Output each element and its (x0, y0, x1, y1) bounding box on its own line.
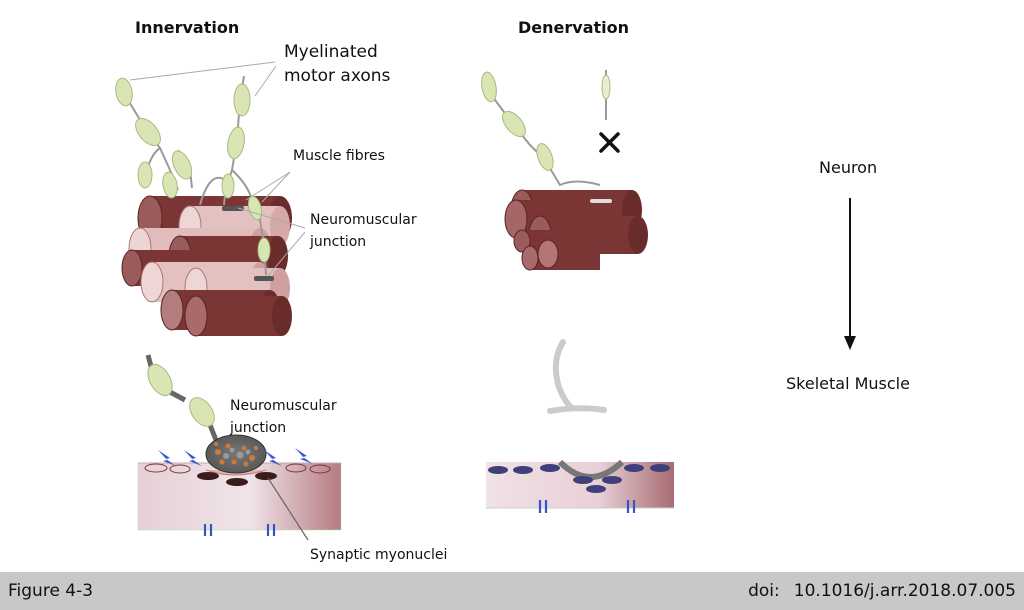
myelinated-label-line1: Myelinated (284, 42, 378, 62)
denervated-nmj-detail (486, 339, 674, 513)
doi: doi: 10.1016/j.arr.2018.07.005 (748, 581, 1016, 601)
diagram: Innervation Denervation Myelinated motor… (115, 18, 910, 563)
arrow-down-icon (844, 198, 856, 350)
doi-value[interactable]: 10.1016/j.arr.2018.07.005 (793, 581, 1016, 601)
muscle-fibres-label: Muscle fibres (293, 148, 385, 164)
figure-number: Figure 4-3 (8, 581, 94, 601)
leader-lines (129, 61, 306, 277)
nmj-top-label-line2: junction (310, 234, 367, 250)
diagram-art (115, 61, 856, 541)
denervated-myelin (481, 71, 611, 171)
axis-neuron-label: Neuron (819, 158, 878, 177)
myelinated-label-line2: motor axons (284, 66, 391, 86)
nmj-bottom-label-line1: Neuromuscular (230, 398, 337, 414)
innervated-nmj-detail (137, 354, 342, 541)
axis-skeletal-muscle-label: Skeletal Muscle (786, 374, 910, 393)
footer-bar: Figure 4-3 doi: 10.1016/j.arr.2018.07.005 (0, 572, 1024, 610)
endplate (590, 199, 612, 203)
innervation-title: Innervation (135, 18, 240, 37)
myelin-sheaths (115, 77, 271, 263)
doi-label: doi: (748, 581, 780, 601)
endplate (222, 206, 244, 211)
muscle-fibre (521, 239, 600, 271)
denervated-muscle-bundle (504, 189, 648, 271)
lightning-icon (158, 448, 313, 466)
cross-icon (599, 132, 620, 153)
synaptic-myonuclei-label: Synaptic myonuclei (310, 547, 448, 563)
nmj-bottom-label-line2: junction (230, 420, 287, 436)
denervation-title: Denervation (518, 18, 630, 37)
innervated-muscle-bundle (121, 195, 292, 337)
muscle-fibre (184, 295, 292, 337)
endplate (254, 276, 274, 281)
nmj-top-label-line1: Neuromuscular (310, 212, 417, 228)
